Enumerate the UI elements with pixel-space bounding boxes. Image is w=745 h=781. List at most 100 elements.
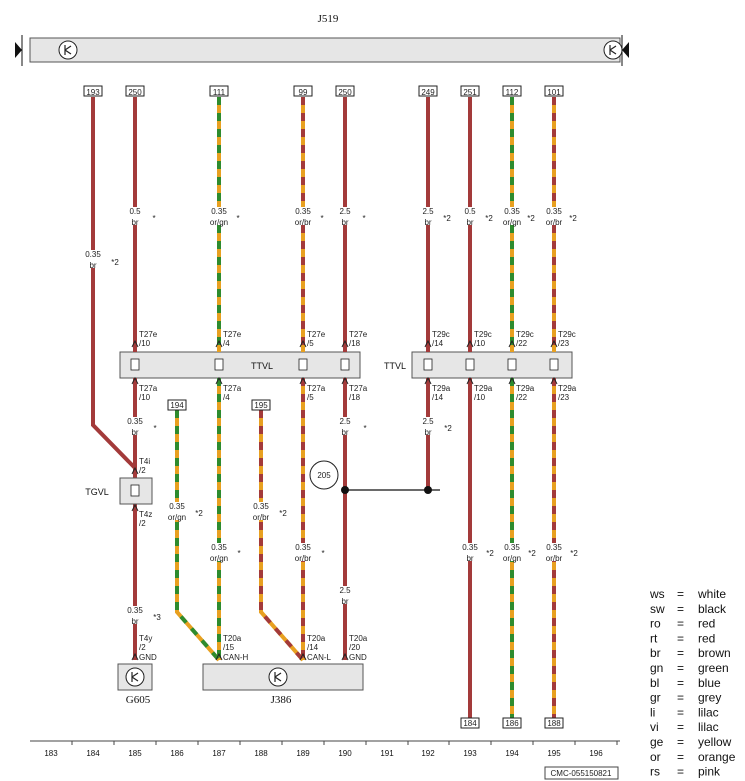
legend-equals: = (677, 617, 684, 631)
pin-socket (298, 358, 308, 371)
pin-number: /14 (432, 393, 444, 402)
ref-box (460, 717, 480, 729)
ref-box (502, 85, 522, 97)
column-number: 184 (86, 749, 100, 758)
legend-equals: = (677, 646, 684, 660)
wire-cross-section: 0.35 (546, 543, 562, 552)
pin-mark (341, 652, 349, 661)
wire-cross-section: 2.5 (339, 207, 351, 216)
legend-color-name: grey (698, 691, 721, 705)
legend-equals: = (677, 750, 684, 764)
column-number: 191 (380, 749, 394, 758)
pin-label: T29a (474, 384, 493, 393)
connector-ttvl-right-label: TTVL (384, 361, 406, 371)
pin-label: T29a (516, 384, 535, 393)
wire-cross-section: 0.35 (211, 543, 227, 552)
wire-cross-section: 0.35 (504, 543, 520, 552)
wire-note: *2 (444, 424, 452, 433)
pin-mark (466, 339, 474, 348)
wire-color-code: or/gn (503, 218, 521, 227)
ref-box (502, 717, 522, 729)
legend-color-name: pink (698, 765, 721, 779)
wire-note: * (237, 549, 240, 558)
ref-box (209, 85, 229, 97)
pin-label: T27a (349, 384, 368, 393)
pin-number: /14 (432, 339, 444, 348)
ref-number: 111 (213, 88, 226, 97)
module-j519-label: J519 (318, 13, 339, 25)
ref-number: 195 (254, 401, 268, 410)
wire-note: * (236, 214, 239, 223)
label-bg (124, 207, 146, 225)
label-bg (82, 250, 104, 268)
pin-socket (340, 358, 350, 371)
pin-mark (131, 339, 139, 348)
legend-equals: = (677, 661, 684, 675)
legend-equals: = (677, 631, 684, 645)
legend-code: ge (650, 735, 664, 749)
pin-socket (130, 484, 140, 497)
ref-box (335, 85, 355, 97)
pin-mark (466, 376, 474, 385)
pin-label: T29c (516, 330, 534, 339)
pin-number: /18 (349, 339, 361, 348)
ref-number: 186 (505, 719, 519, 728)
legend-code: ro (650, 617, 661, 631)
pin-socket (214, 358, 224, 371)
legend-code: br (650, 646, 661, 660)
wire-cross-section: 0.35 (127, 417, 143, 426)
wire-color-code: br (424, 428, 431, 437)
legend-color-name: white (697, 587, 726, 601)
ground-icon (268, 667, 288, 687)
legend-equals: = (677, 691, 684, 705)
label-bg (334, 207, 356, 225)
pin-label: T20a (307, 634, 326, 643)
wire-color-code: or/gn (503, 554, 521, 563)
pin-label: T27e (223, 330, 242, 339)
wire-cross-section: 2.5 (339, 417, 351, 426)
wire-note: *2 (486, 549, 494, 558)
pin-label: T29c (558, 330, 576, 339)
label-bg (334, 417, 356, 435)
wire-195-stripe (259, 410, 305, 662)
label-bg (417, 207, 439, 225)
pin-label: T29a (432, 384, 451, 393)
module-j386-label: J386 (271, 694, 292, 706)
wire-color-code: br (466, 554, 473, 563)
legend-equals: = (677, 587, 684, 601)
wire-note: *2 (279, 509, 287, 518)
legend-code: or (650, 750, 661, 764)
pin-mark (215, 339, 223, 348)
legend-equals: = (677, 705, 684, 719)
legend-code: bl (650, 676, 659, 690)
pin-label: T4i (139, 457, 150, 466)
wire-color-code: br (131, 617, 138, 626)
column-number: 183 (44, 749, 58, 758)
wire-cross-section: 0.35 (169, 502, 185, 511)
wire-cross-section: 0.35 (295, 207, 311, 216)
legend-color-name: red (698, 631, 715, 645)
wire-color-code: br (466, 218, 473, 227)
wire-color-code: or/gn (168, 513, 186, 522)
pin-number: /10 (139, 339, 151, 348)
wire-color-code: or/br (546, 554, 563, 563)
wire-cross-section: 0.35 (127, 606, 143, 615)
ref-number: 188 (547, 719, 561, 728)
wire-note: *2 (569, 214, 577, 223)
label-bg (543, 543, 565, 561)
pin-mark (508, 376, 516, 385)
legend-code: sw (650, 602, 665, 616)
pin-number: /22 (516, 339, 528, 348)
legend-color-name: orange (698, 750, 736, 764)
pin-number: /2 (139, 466, 146, 475)
pin-label: T27a (223, 384, 242, 393)
label-bg (501, 207, 523, 225)
wire-color-code: br (89, 261, 96, 270)
ground-icon (125, 667, 145, 687)
wire-note: *3 (153, 613, 161, 622)
ref-number: 99 (299, 88, 308, 97)
ground-icon-glyph (131, 672, 139, 682)
label-bg (543, 207, 565, 225)
column-number: 185 (128, 749, 142, 758)
right-arrow-icon (622, 42, 629, 58)
